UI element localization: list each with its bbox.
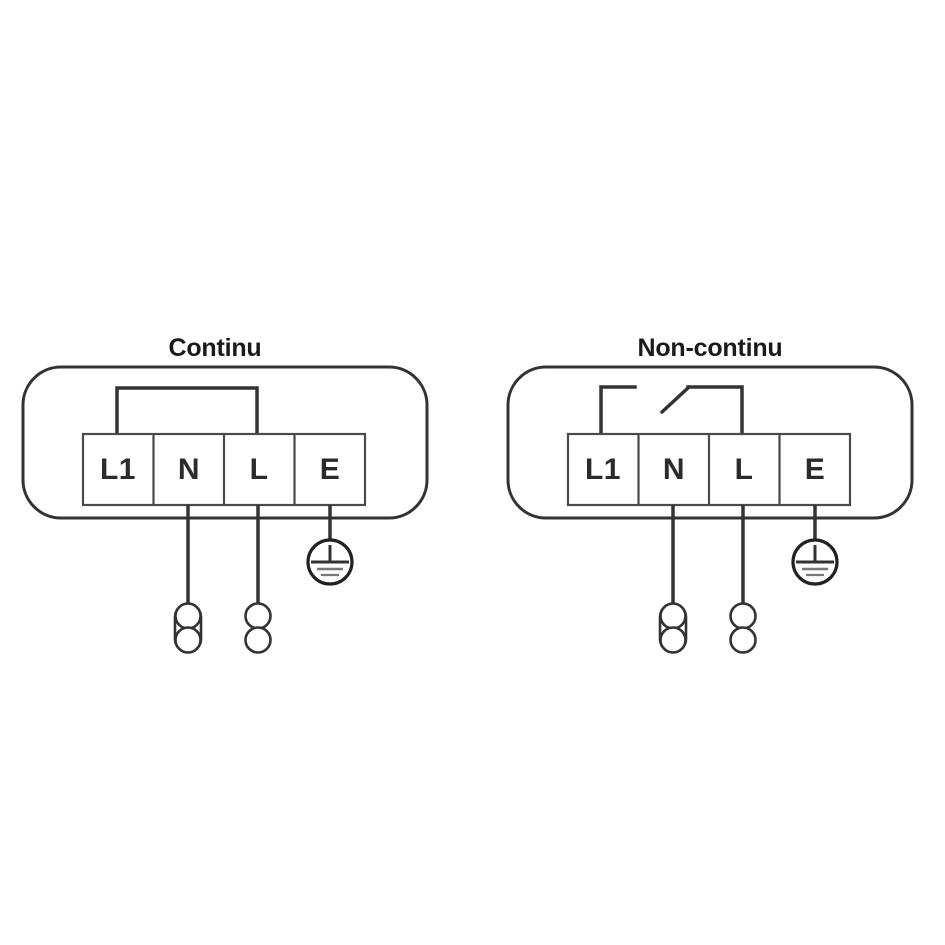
terminal-label-n-continu: N [178,453,200,486]
terminal-label-e-non-continu: E [805,453,826,486]
diagram-title-continu: Continu [168,334,262,362]
terminal-label-e-continu: E [320,453,341,486]
conductor-pin-n-non-continu [658,602,688,654]
terminal-label-l-continu: L [250,453,269,486]
open-switch-icon-non-continu [599,385,744,436]
jumper-link-continu [115,386,259,436]
conductor-pin-l-non-continu [729,602,757,654]
earth-ground-icon-continu [306,538,354,586]
terminal-label-l1-non-continu: L1 [585,453,621,486]
terminal-label-l-non-continu: L [735,453,754,486]
enclosure-outline-non-continu [506,365,914,520]
diagram-continu: L1 N L E [21,365,429,654]
diagram-non-continu: L1 N L E [506,365,914,654]
diagram-title-non-continu: Non-continu [637,334,783,362]
drop-wires-non-continu [671,505,817,603]
terminal-label-l1-continu: L1 [100,453,136,486]
conductor-pin-n-continu [173,602,203,654]
enclosure-outline-continu [21,365,429,520]
drop-wires-continu [186,505,332,603]
terminal-label-n-non-continu: N [663,453,685,486]
terminal-block-non-continu [566,432,852,507]
terminal-block-continu [81,432,367,507]
conductor-pin-l-continu [244,602,272,654]
earth-ground-icon-non-continu [791,538,839,586]
